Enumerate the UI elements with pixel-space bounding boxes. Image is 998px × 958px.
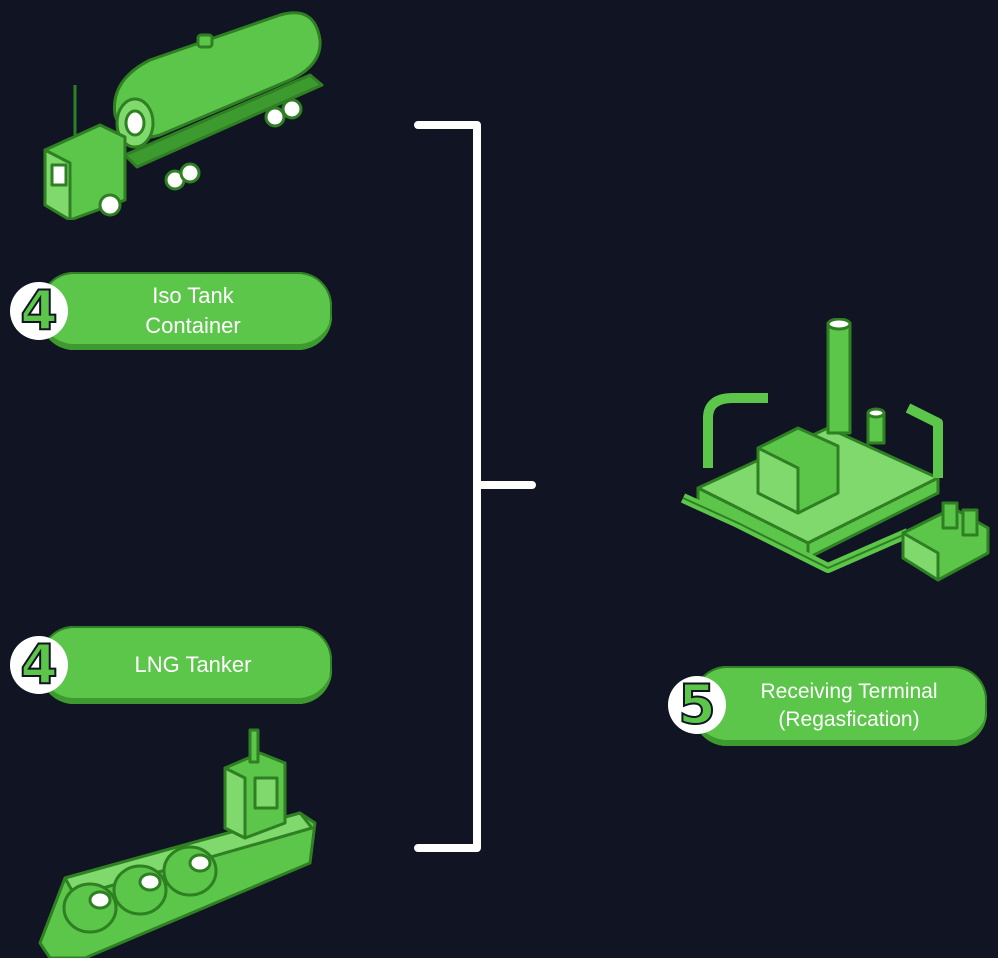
stage-label-line2: Container	[145, 313, 241, 338]
stage-number-badge: 4	[10, 281, 68, 341]
lng-tanker-ship-icon	[38, 728, 317, 958]
stage-label: LNG Tanker	[134, 652, 252, 677]
stage-label-iso-tank: Iso Tank Container	[40, 272, 332, 350]
stage-number-badge: 5	[668, 675, 726, 735]
stage-label-line2: (Regasfication)	[778, 708, 920, 731]
stage-label-lng-tanker: LNG Tanker	[40, 626, 332, 704]
stage-label-line1: Receiving Terminal	[760, 680, 938, 703]
iso-tank-truck-icon	[43, 11, 324, 220]
regasification-plant-icon	[680, 318, 990, 582]
stage-label-receiving-terminal: Receiving Terminal (Regasfication)	[693, 666, 987, 746]
stage-number-badge: 4	[10, 635, 68, 695]
stage-label-line1: Iso Tank	[152, 283, 234, 308]
